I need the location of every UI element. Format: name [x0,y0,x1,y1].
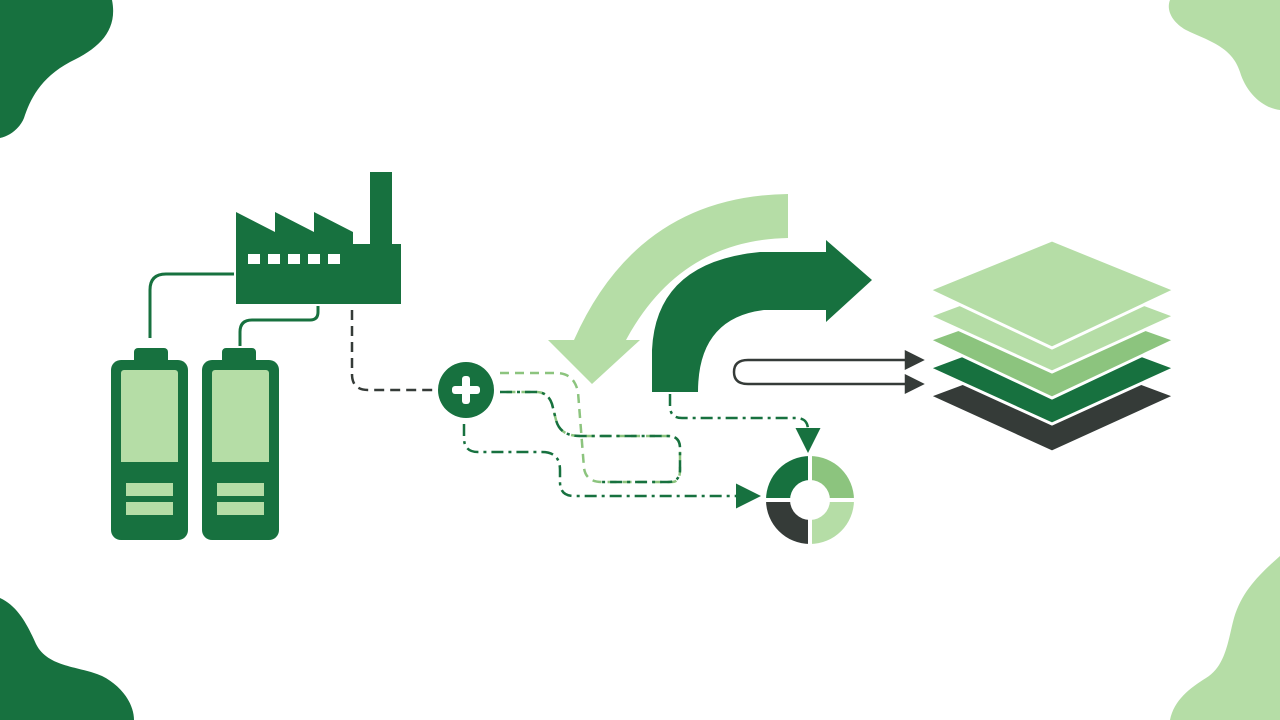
factory-battery-connectors [148,272,320,346]
battery-left [111,348,188,540]
battery-right [202,348,279,540]
plus-node-connectors [462,371,761,509]
curved-arrow-down-icon [548,194,788,384]
corner-blob-bottom-left [0,598,134,720]
corner-blob-bottom-right [1170,556,1280,720]
double-arrow-right-icon [732,349,925,395]
donut-chart-icon [764,454,856,546]
curved-arrow-right-icon [652,240,872,392]
corner-blob-top-left [0,0,114,138]
plus-circle-icon [438,362,494,418]
factory-icon [236,172,401,304]
factory-to-plus-connector [350,310,438,392]
corner-blob-top-right [1168,0,1280,110]
layers-stack-icon [927,238,1177,454]
arrow-to-donut-connector [668,394,821,453]
